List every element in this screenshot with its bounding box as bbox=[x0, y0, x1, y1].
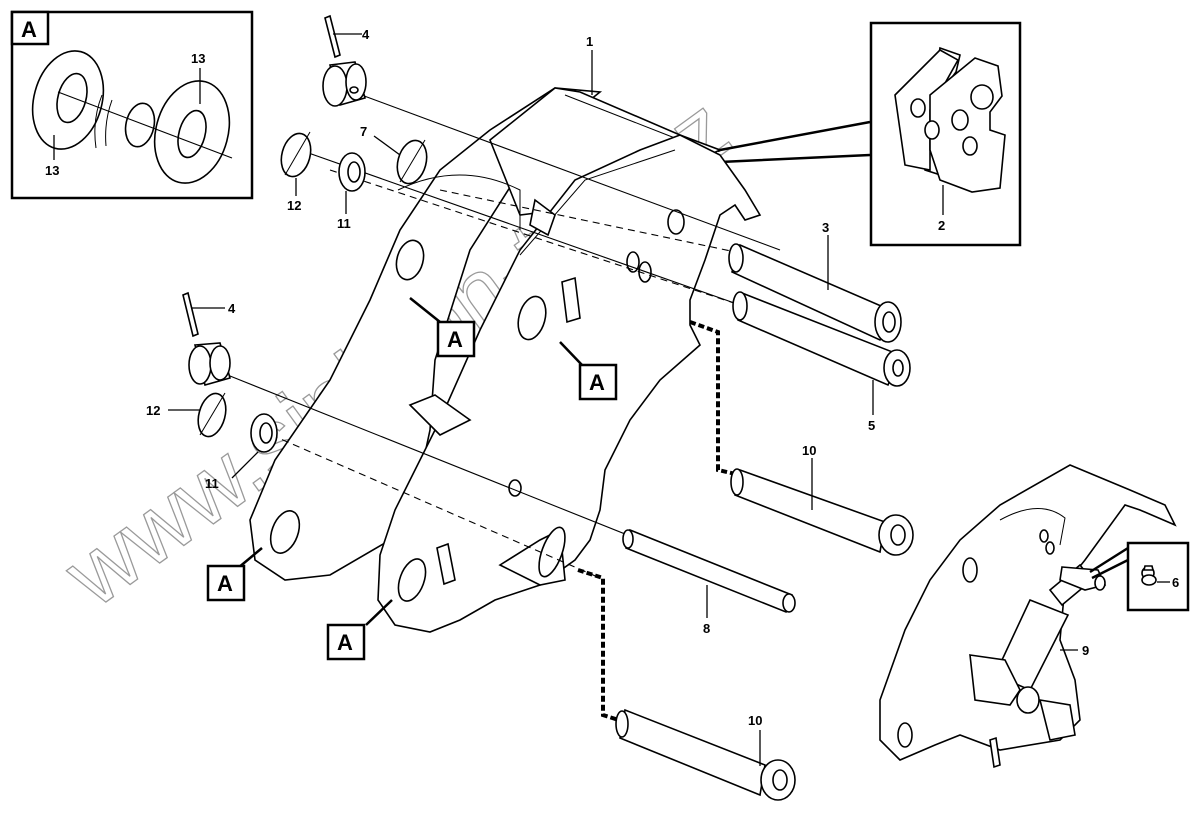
pin-7: 8 bbox=[622, 528, 796, 636]
leader-6 bbox=[373, 135, 401, 156]
inset-title-box bbox=[10, 10, 50, 46]
frame-hole bbox=[397, 558, 427, 602]
axis-line bbox=[347, 89, 781, 251]
frame-hole bbox=[626, 251, 640, 273]
ref-a-label: A bbox=[589, 370, 605, 395]
cylinder-assembly: 9 6 bbox=[879, 464, 1190, 769]
callout-11a: 11 bbox=[337, 216, 351, 231]
inset-frame-9 bbox=[1126, 541, 1190, 612]
coupler-frame: 1 bbox=[249, 34, 762, 633]
pin-5: 5 bbox=[732, 291, 911, 433]
cylinder-eye-pin bbox=[1094, 575, 1106, 591]
cylinder-mount-block bbox=[969, 654, 1021, 706]
callout-6: 7 bbox=[360, 124, 367, 139]
bracket-arc bbox=[999, 508, 1066, 546]
pin-10-lower: 10 bbox=[615, 708, 796, 801]
washer-upper-11 bbox=[338, 152, 366, 192]
callout-7: 8 bbox=[703, 621, 710, 636]
cylinder-mount-boss bbox=[1016, 686, 1040, 714]
nipple-pointer bbox=[1089, 546, 1129, 580]
lock-ring-6 bbox=[396, 139, 428, 185]
spring-pin-upper bbox=[324, 14, 341, 59]
inset-pointer bbox=[719, 120, 871, 164]
upper-pin-retainers: 4 12 11 7 bbox=[280, 14, 428, 231]
callout-4a: 4 bbox=[362, 27, 370, 42]
frame-hole bbox=[667, 209, 685, 235]
ref-a-label: A bbox=[217, 571, 233, 596]
frame-slot bbox=[538, 526, 566, 578]
callout-12b: 12 bbox=[146, 403, 160, 418]
frame-hole bbox=[269, 510, 301, 554]
frame-top-edge bbox=[564, 94, 681, 141]
ref-a-label: A bbox=[337, 630, 353, 655]
lock-ring-upper-12 bbox=[280, 131, 312, 178]
collar-upper bbox=[322, 61, 367, 107]
ref-a-marker bbox=[436, 320, 476, 358]
bracket-hole bbox=[1045, 541, 1055, 555]
frame-inner-arc bbox=[397, 174, 521, 230]
ref-a-marker bbox=[578, 363, 618, 401]
leader-11b bbox=[231, 451, 259, 479]
callout-5: 5 bbox=[868, 418, 875, 433]
washer-lower-11 bbox=[250, 413, 278, 453]
bracket-hole bbox=[1039, 529, 1049, 543]
inset-title: A bbox=[21, 17, 37, 42]
ref-a-label: A bbox=[447, 327, 463, 352]
callout-12a: 12 bbox=[287, 198, 301, 213]
callout-8: 9 bbox=[1082, 643, 1089, 658]
frame-lug bbox=[561, 276, 581, 324]
callout-11b: 11 bbox=[205, 476, 219, 491]
callout-1: 1 bbox=[586, 34, 593, 49]
inset-detail-a: A 13 13 bbox=[10, 10, 254, 200]
assembly-heavy-dash bbox=[577, 568, 626, 724]
callout-13b: 13 bbox=[45, 163, 59, 178]
callout-2: 2 bbox=[938, 218, 945, 233]
cylinder-spring-pin bbox=[989, 736, 1001, 769]
ref-a-marker bbox=[206, 564, 246, 602]
pin-10-upper: 10 bbox=[730, 443, 914, 556]
inset-detail-2: 2 bbox=[607, 21, 1022, 247]
assembly-axis-lines bbox=[214, 89, 781, 724]
detail-a-markers: A A A A bbox=[206, 297, 618, 661]
bracket-hole bbox=[962, 557, 978, 583]
frame-hole bbox=[517, 295, 547, 341]
frame-lug bbox=[436, 542, 456, 586]
callout-13a: 13 bbox=[191, 51, 205, 66]
frame-boss bbox=[529, 198, 556, 237]
shim-ghost-arc bbox=[105, 99, 113, 147]
collar-lower bbox=[188, 342, 231, 386]
axis-dashed bbox=[439, 189, 751, 256]
callout-9: 6 bbox=[1172, 575, 1179, 590]
callout-4b: 4 bbox=[228, 301, 236, 316]
ref-a-marker bbox=[326, 623, 366, 661]
cylinder-hook bbox=[1038, 699, 1076, 741]
shim-ghost-arc bbox=[94, 94, 103, 149]
lower-pin-retainers: 4 12 11 bbox=[146, 291, 278, 491]
callout-10a: 10 bbox=[802, 443, 816, 458]
frame-detail-part bbox=[894, 46, 1006, 193]
shim-right bbox=[153, 80, 231, 184]
lock-ring-lower-12 bbox=[197, 392, 227, 438]
inset-axis-line bbox=[57, 91, 233, 159]
callout-10b: 10 bbox=[748, 713, 762, 728]
grease-nipple bbox=[1141, 565, 1157, 586]
assembly-heavy-dash bbox=[689, 320, 741, 477]
frame-hole bbox=[395, 239, 425, 281]
bracket-hole bbox=[897, 722, 913, 748]
axis-line bbox=[214, 369, 641, 541]
axis-line bbox=[299, 149, 741, 306]
callout-3: 3 bbox=[822, 220, 829, 235]
pin-3: 3 bbox=[728, 220, 902, 343]
axis-dashed bbox=[259, 429, 601, 579]
frame-lug bbox=[408, 394, 472, 436]
spring-pin-lower bbox=[182, 291, 199, 338]
